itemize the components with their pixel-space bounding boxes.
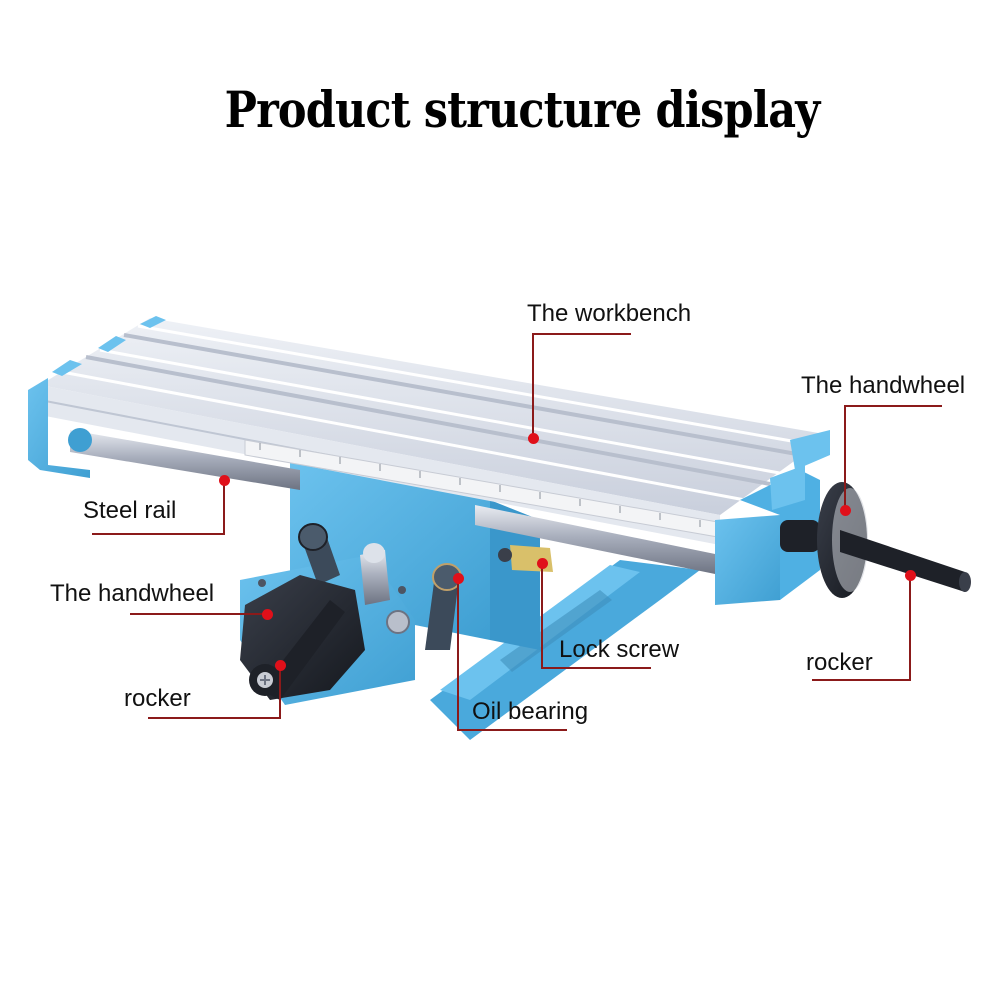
label-workbench: The workbench [527,300,692,327]
leader-workbench-h [533,333,631,335]
leader-lock-screw-h [541,667,651,669]
leader-handwheel-right-v [844,405,846,510]
leader-lock-screw-v [541,563,543,669]
leader-handwheel-left-h [130,613,267,615]
label-rocker-left: rocker [124,685,191,712]
leader-rocker-right-h [812,679,911,681]
steel-rail-left [70,430,300,490]
marker-workbench [528,433,539,444]
marker-handwheel-right [840,505,851,516]
marker-oil-bearing [453,573,464,584]
leader-rocker-right-v [909,575,911,681]
workbench-table [39,318,830,545]
marker-handwheel-left [262,609,273,620]
leader-oil-bearing-h [457,729,567,731]
page-title: Product structure display [224,80,821,139]
steel-rail-right [475,505,720,575]
marker-lock-screw [537,558,548,569]
label-lock-screw: Lock screw [559,636,680,663]
marker-rocker-left [275,660,286,671]
right-handwheel [780,482,971,598]
left-end-cap [28,316,166,478]
front-rods [298,523,462,650]
leader-workbench-v [532,333,534,438]
marker-rocker-right [905,570,916,581]
label-handwheel-left: The handwheel [50,580,215,607]
leader-rocker-left-h [148,717,281,719]
label-steel-rail: Steel rail [83,497,177,524]
leader-handwheel-right-h [845,405,942,407]
label-oil-bearing: Oil bearing [472,698,589,725]
leader-steel-rail-v [223,480,225,535]
leader-steel-rail-h [92,533,224,535]
label-rocker-right: rocker [806,649,873,676]
leader-rocker-left-v [279,665,281,719]
label-handwheel-right: The handwheel [801,372,966,399]
leader-oil-bearing-v [457,578,459,731]
marker-steel-rail [219,475,230,486]
left-handwheel [240,575,365,700]
